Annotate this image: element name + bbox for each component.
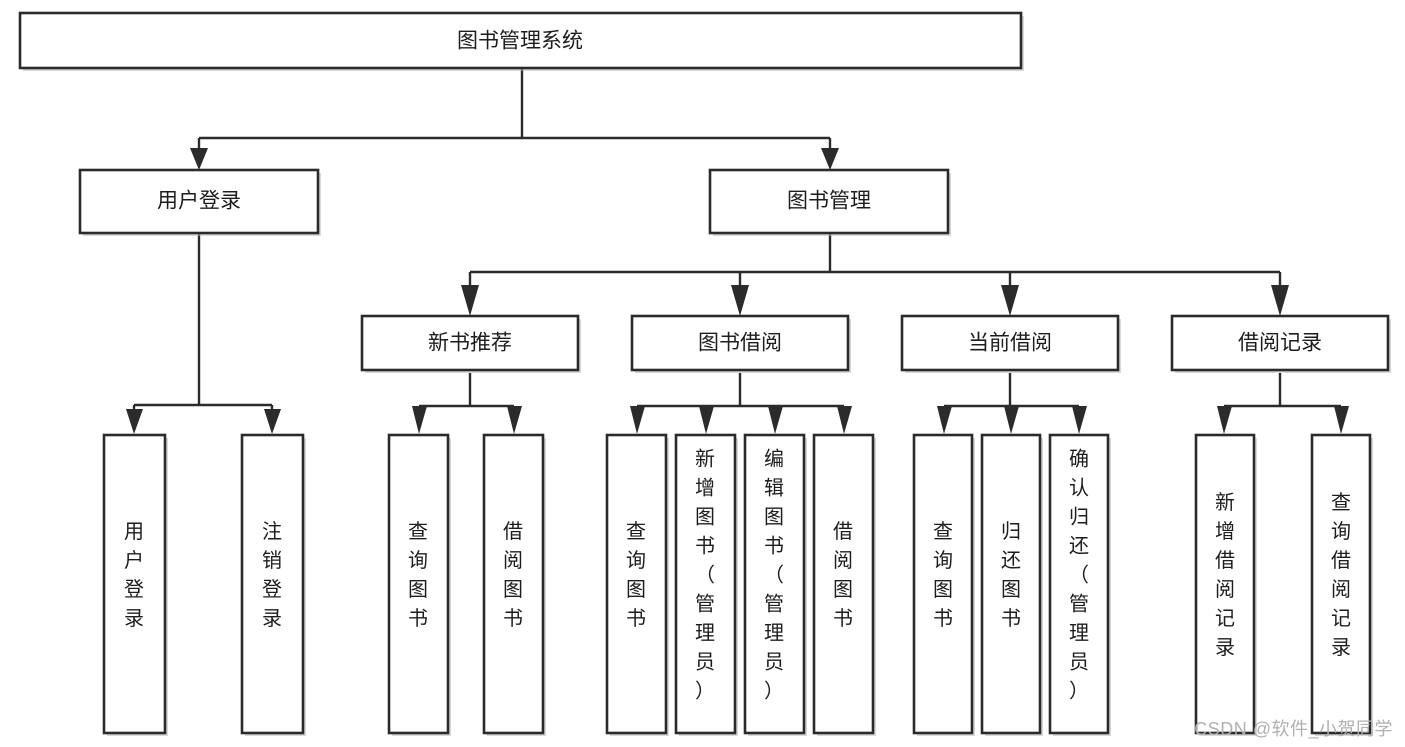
new-book-box	[360, 314, 580, 372]
book-borrow-label: 图书借阅	[698, 332, 782, 355]
book-borrow-box	[630, 314, 850, 372]
arrowhead-book-borrow-leaf4	[837, 406, 852, 434]
arrowhead-book-borrow	[731, 285, 749, 316]
leaf-box	[1310, 433, 1372, 735]
arrowhead-borrow-record-leaf2	[1334, 406, 1349, 434]
leaf-current-borrow-1[interactable]: 归还图书	[980, 433, 1043, 736]
leaf-borrow-record-0[interactable]: 新增借阅记录	[1194, 433, 1257, 736]
leaf-label: 注销登录	[262, 520, 282, 630]
arrowhead-user-login	[190, 148, 208, 170]
arrowhead-user-login-leaf1	[126, 409, 143, 434]
leaf-book-borrow-2[interactable]: 编辑图书（管理员）	[743, 433, 807, 736]
leaf-box	[482, 433, 545, 735]
book-manage-box	[708, 168, 950, 235]
arrowhead-new-book-leaf2	[507, 406, 522, 434]
leaf-box	[912, 433, 974, 735]
arrowhead-current-borrow-leaf1	[937, 406, 952, 434]
node-borrow-record[interactable]: 借阅记录	[1170, 314, 1391, 373]
root-label: 图书管理系统	[457, 30, 583, 53]
node-current-borrow[interactable]: 当前借阅	[900, 314, 1121, 373]
arrowhead-book-manage	[821, 148, 839, 170]
borrow-record-label: 借阅记录	[1238, 332, 1322, 355]
leaf-label: 用户登录	[124, 521, 144, 630]
leaf-box	[674, 433, 737, 735]
leaf-label: 查询图书	[626, 520, 646, 630]
leaf-label: 确认归还（管理员）	[1069, 448, 1089, 703]
leaf-box	[1194, 433, 1256, 735]
arrowhead-user-login-leaf2	[264, 409, 281, 434]
arrowhead-book-borrow-leaf2	[699, 406, 714, 434]
leaf-label: 新增借阅记录	[1215, 491, 1235, 659]
leaf-label: 查询图书	[933, 520, 953, 630]
arrowhead-borrow-record-leaf1	[1217, 406, 1232, 434]
node-book-borrow[interactable]: 图书借阅	[630, 314, 851, 373]
book-manage-label: 图书管理	[787, 190, 871, 213]
leaf-box	[102, 433, 167, 735]
leaf-current-borrow-0[interactable]: 查询图书	[912, 433, 975, 736]
node-user-login[interactable]: 用户登录	[78, 168, 321, 236]
leaf-box	[1048, 433, 1110, 735]
arrowhead-current-borrow	[1001, 285, 1019, 316]
leaf-book-borrow-0[interactable]: 查询图书	[605, 433, 669, 736]
leaf-user-login-1[interactable]: 注销登录	[240, 433, 306, 736]
leaf-box	[812, 433, 875, 735]
node-new-book-recommend[interactable]: 新书推荐	[360, 314, 581, 373]
node-root[interactable]: 图书管理系统	[18, 11, 1024, 71]
leaf-box	[743, 433, 806, 735]
node-book-manage[interactable]: 图书管理	[708, 168, 951, 236]
new-book-label: 新书推荐	[428, 332, 512, 355]
arrowhead-current-borrow-leaf3	[1072, 406, 1087, 434]
arrowhead-borrow-record	[1271, 285, 1289, 316]
root-box	[18, 11, 1023, 70]
leaf-label: 借阅图书	[503, 520, 523, 630]
current-borrow-box	[900, 314, 1120, 372]
user-login-box	[78, 168, 320, 235]
leaf-box	[240, 433, 305, 735]
leaf-label: 查询图书	[408, 520, 428, 630]
arrowhead-book-borrow-leaf3	[768, 406, 783, 434]
leaf-user-login-0[interactable]: 用户登录	[102, 433, 168, 736]
leaf-current-borrow-2[interactable]: 确认归还（管理员）	[1048, 433, 1111, 736]
leaf-label: 借阅图书	[833, 520, 853, 630]
leaf-book-borrow-3[interactable]: 借阅图书	[812, 433, 876, 736]
current-borrow-label: 当前借阅	[968, 332, 1052, 355]
arrowhead-current-borrow-leaf2	[1004, 406, 1019, 434]
arrowhead-new-book-leaf1	[412, 406, 427, 434]
arrowhead-new-book	[461, 285, 479, 316]
borrow-record-box	[1170, 314, 1390, 372]
leaf-new-book-1[interactable]: 借阅图书	[482, 433, 546, 736]
leaf-label: 归还图书	[1001, 520, 1021, 630]
leaf-borrow-record-1[interactable]: 查询借阅记录	[1310, 433, 1373, 736]
leaf-box	[387, 433, 450, 735]
leaf-box	[980, 433, 1042, 735]
connector-layer	[126, 68, 1349, 434]
leaf-label: 查询借阅记录	[1331, 491, 1351, 659]
arrowhead-book-borrow-leaf1	[630, 406, 645, 434]
leaf-label: 编辑图书（管理员）	[764, 448, 784, 703]
leaf-box	[605, 433, 668, 735]
leaf-new-book-0[interactable]: 查询图书	[387, 433, 451, 736]
leaf-book-borrow-1[interactable]: 新增图书（管理员）	[674, 433, 738, 736]
user-login-label: 用户登录	[157, 190, 241, 213]
leaf-label: 新增图书（管理员）	[695, 448, 715, 703]
